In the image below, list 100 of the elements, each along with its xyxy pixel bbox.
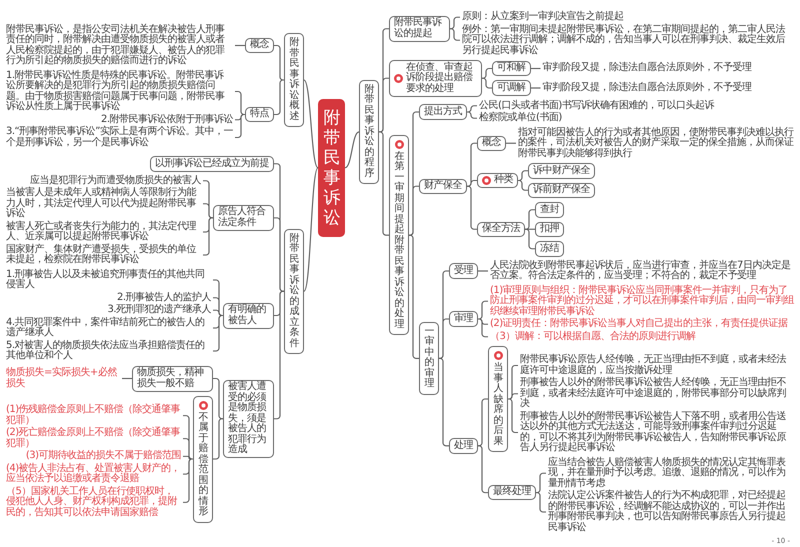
- note-text: 例外：第一审期间未提起附带民事诉讼，在第二审期间提起的，第二审人民法院可以依法进行调解；调解不成的，告知当事人可以在刑事判决、裁定生效后另行提起民事诉讼: [460, 24, 796, 56]
- connector-line: [530, 68, 540, 70]
- note-text: （5）国家机关工作人员在行使职权时，侵犯他人人身、财产权利构成犯罪，提附民的，告知其可以依法申请国家赔偿: [4, 486, 183, 518]
- connector-line: [518, 180, 528, 191]
- note-text: 审判阶段又提，除违法自愿合法原则外，不予受理: [540, 63, 754, 74]
- connector-line: [536, 492, 546, 513]
- note-text: 刑事被告人以外的附带民事诉讼被告人经传唤，无正当理由拒不到庭，或者未经法庭许可中途退庭的，附带民事部分可以缺席判决: [518, 378, 796, 410]
- connector-line: [274, 79, 284, 116]
- connector-line: [274, 217, 284, 292]
- note-text: (1)审理原则与组织：附带民事诉讼应当同刑事案件一并审判，只有为了防止刑事案件审判的过分迟延，才可以在刑事案件审判后，由同一审判组织继续审理附带民事诉讼: [488, 286, 796, 317]
- note-text: 公民(口头或者书面)书写诉状确有困难的，可以口头起诉: [477, 100, 716, 111]
- topic-box: [389, 134, 409, 336]
- topic-box: 以刑事诉讼已经成立为前提: [150, 156, 274, 172]
- note-text: 人民法院收到附带民事起诉状后，应当进行审查，并应当在7日内决定是否立案。符合法定条件的，应当受理；不符合的，裁定不予受理: [488, 260, 796, 282]
- note-text: 刑事被告人以外的附带民事诉讼被告人下落不明，或者用公告送达以外的其他方式无法送达，可能导致刑事案件审判过分迟延的，可以不将其列为附带民事诉讼被告人，告知附带民事诉讼原告人另行提起民事诉讼: [518, 412, 796, 454]
- topic-box: 保全方法: [477, 222, 525, 237]
- connector-line: [466, 111, 477, 119]
- connector-line: [304, 167, 318, 292]
- topic-label: 不属于赔偿范围的情形: [198, 412, 208, 518]
- note-text: 2.附带民事诉讼依附于刑事诉讼: [98, 114, 235, 125]
- note-text: 国家财产、集体财产遭受损失，受损失的单位未提起，检察院在附带民事诉讼: [4, 244, 203, 266]
- connector-line: [525, 228, 535, 230]
- topic-box: 原告人符合法定条件: [213, 204, 274, 231]
- note-text: 检察院或单位(书面): [477, 113, 564, 124]
- note-text: 1.附带民事诉讼性质是特殊的民事诉讼。附带民事诉讼所要解决的是犯罪行为所引起的物质损失赔偿问题。由于物质损害赔偿问题属于民事问题，附带民事诉讼从性质上属于民事诉讼: [4, 70, 235, 112]
- topic-label: 种类: [494, 175, 513, 186]
- topic-box: 受理: [449, 263, 478, 279]
- note-text: 审判阶段又提，除违法自愿合法原则外，不予受理: [540, 82, 754, 94]
- topic-box: 财产保全: [419, 178, 467, 194]
- topic-box: 有明确的被告人: [223, 302, 274, 328]
- connector-line: [524, 209, 535, 230]
- topic-box: 特点: [245, 106, 274, 122]
- topic-label: 在第一审期间提起附带民事诉讼的处理: [394, 152, 404, 330]
- connector-line: [408, 234, 419, 359]
- connector-line: [478, 270, 488, 272]
- topic-box: 可和解: [492, 60, 530, 76]
- connector-line: [482, 78, 492, 89]
- topic-box: 可调解: [492, 80, 530, 96]
- note-text: (2)死亡赔偿金原则上不赔偿（除交通肇事犯罪）: [4, 428, 183, 450]
- note-text: (2)证明责任：附带民事诉讼当事人对自己提出的主张，有责任提供证据: [488, 319, 790, 330]
- connector-line: [438, 318, 449, 359]
- connector-line: [408, 186, 419, 236]
- topic-box: 被害人遭受的必须是物质损失，须是被告人的犯罪行为造成: [223, 380, 274, 458]
- topic-box: [389, 60, 482, 96]
- connector-line: [508, 364, 518, 400]
- topic-box: 扣押: [535, 222, 564, 237]
- connector-line: [530, 87, 540, 89]
- topic-box: 一审中的审理: [419, 322, 439, 395]
- topic-box: [193, 396, 213, 522]
- topic-box: 附带民事诉讼的程序: [359, 80, 379, 184]
- topic-box: 概念: [245, 38, 274, 54]
- topic-box: 附带民事诉讼的提起: [389, 16, 450, 42]
- connector-line: [183, 456, 193, 460]
- note-text: 指对可能因被告人的行为或者其他原因，使附带民事判决难以执行的案件，司法机关对被告人的财产采取一定的保全措施，从而保证附带民事判决能够得到执行: [516, 128, 796, 159]
- connector-line: [213, 314, 224, 352]
- connector-line: [478, 318, 488, 338]
- connector-line: [235, 114, 245, 120]
- connector-line: [467, 180, 477, 187]
- connector-line: [213, 310, 223, 316]
- topic-box: 诉中财产保全: [528, 163, 595, 178]
- connector-line: [235, 114, 246, 138]
- connector-line: [122, 378, 132, 380]
- connector-line: [213, 297, 224, 316]
- note-text: 应当结合被告人赔偿被害人物质损失的情况认定其悔罪表现，并在量刑时予以考虑。追缴、退赔的情况，可以作为量刑情节考虑: [546, 458, 796, 489]
- connector-line: [183, 458, 194, 503]
- topic-label: 当事人缺席的后果: [493, 363, 503, 447]
- topic-box: 提出方式: [419, 104, 467, 120]
- connector-line: [450, 16, 460, 30]
- topic-box: 附带民事诉讼的成立条件: [284, 228, 304, 354]
- topic-box: 诉前财产保全: [528, 182, 595, 198]
- connector-line: [378, 78, 389, 133]
- topic-box: 审理: [449, 311, 478, 327]
- topic-box: 处理: [449, 438, 478, 454]
- connector-line: [213, 418, 224, 460]
- topic-box: [477, 172, 518, 188]
- note-text: 附带民事诉讼，是指公安司法机关在解决被告人刑事责任的同时，附带解决由遭受物质损失的被害人或者人民检察院提起的，由于犯罪嫌疑人、被告人的犯罪行为所引起的物质损失的赔偿而进行的诉讼: [4, 24, 235, 66]
- note-text: （3）调解：可以根据自愿、合法的原则进行调解: [488, 332, 698, 342]
- connector-line: [203, 203, 214, 218]
- connector-line: [478, 300, 488, 320]
- connector-line: [536, 472, 546, 494]
- note-text: 应当是犯罪行为而遭受物质损失的被害人: [28, 176, 203, 186]
- note-text: 3.“刑事附带民事诉讼”实际上是有两个诉讼。其中，一个是刑事诉讼，另一个是民事诉讼: [4, 127, 235, 148]
- topic-label: 在侦查、审查起诉阶段提出赔偿要求的处理: [406, 62, 474, 94]
- note-text: (4)被告人非法占有、处置被害人财产的，应当依法予以追缴或者责令退赔: [4, 464, 183, 485]
- note-text: 法院认定公诉案件被告人的行为不构成犯罪，对已经提起的附带民事诉讼，经调解不能达成协议的，可以一并作出刑事附带民事判决，也可以告知附带民事原告人另行提起民事诉讼: [546, 491, 796, 533]
- note-text: 5.对被害人的物质损失依法应当承担赔偿责任的其他单位和个人: [4, 340, 213, 362]
- topic-box: 最终处理: [488, 484, 536, 500]
- note-text: 被害人死亡或者丧失行为能力的，其法定代理人、近亲属可以提起附带民事诉讼: [4, 222, 203, 242]
- connector-line: [235, 44, 245, 46]
- note-text: (3)可期待收益的损失不属于赔偿范围: [24, 451, 183, 462]
- connector-line: [506, 142, 516, 144]
- topic-box: 查封: [535, 202, 564, 218]
- note-text: 原则：从立案到一审判决宣告之前提起: [460, 12, 626, 22]
- connector-line: [478, 398, 488, 446]
- connector-line: [466, 105, 477, 113]
- topic-box: 冻结: [535, 241, 564, 256]
- connector-line: [450, 28, 460, 41]
- connector-line: [344, 131, 360, 168]
- connector-line: [508, 393, 518, 400]
- connector-line: [304, 80, 318, 168]
